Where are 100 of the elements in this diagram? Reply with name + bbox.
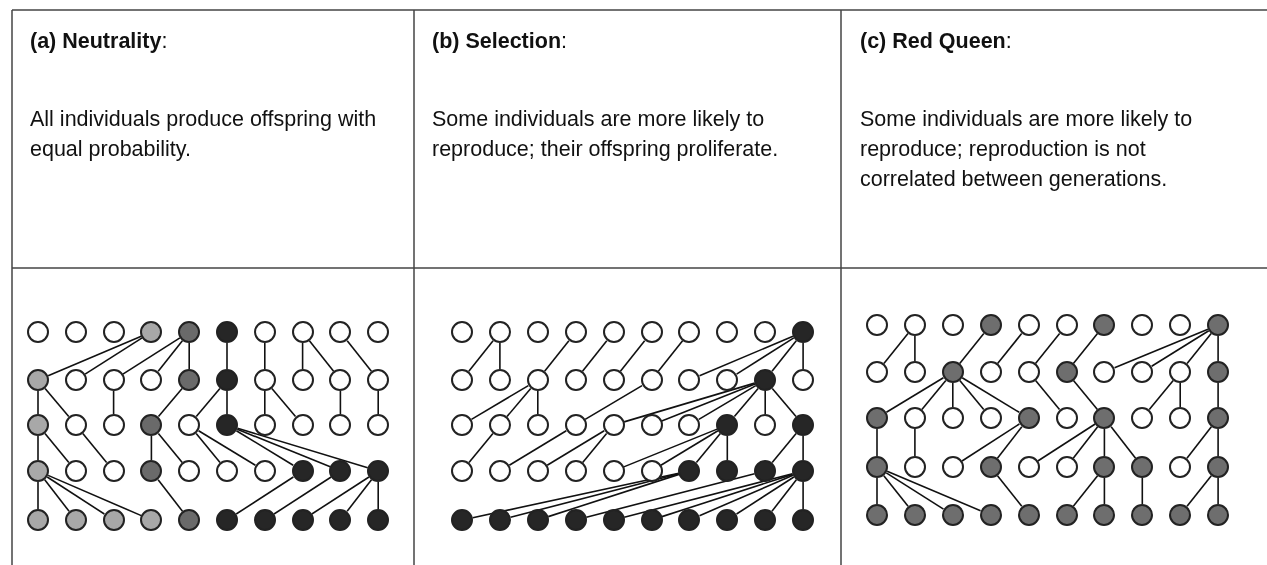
lineage-line bbox=[771, 387, 797, 418]
panel-description: All individuals produce offspring with equal probability. bbox=[30, 106, 378, 163]
individual-circle bbox=[64, 414, 87, 436]
lineage-line bbox=[1186, 425, 1213, 460]
lineage-line bbox=[1037, 423, 1096, 462]
individual-circle bbox=[602, 509, 625, 531]
lineage-line bbox=[885, 472, 945, 510]
lineage-line bbox=[581, 432, 608, 464]
individual-circle bbox=[941, 361, 964, 383]
individual-circle bbox=[102, 509, 125, 531]
lineage-line bbox=[1148, 379, 1174, 411]
lineage-line bbox=[82, 432, 108, 464]
individual-circle bbox=[178, 369, 201, 391]
lineage-line bbox=[623, 472, 794, 519]
individual-circle bbox=[678, 509, 701, 531]
individual-circle bbox=[1017, 456, 1040, 478]
individual-circle bbox=[488, 460, 511, 482]
individual-circle bbox=[866, 407, 888, 429]
lineage-line bbox=[377, 390, 379, 415]
lineage-line bbox=[226, 390, 228, 415]
individual-circle bbox=[1017, 504, 1040, 526]
individual-circle bbox=[1093, 314, 1116, 336]
individual-circle bbox=[64, 369, 87, 391]
individual-circle bbox=[640, 460, 663, 482]
lineage-line bbox=[735, 337, 795, 375]
individual-circle bbox=[941, 407, 964, 429]
individual-circle bbox=[602, 460, 625, 482]
individual-circle bbox=[564, 321, 587, 343]
lineage-line bbox=[1113, 328, 1209, 369]
lineage-line bbox=[735, 476, 795, 515]
individual-circle bbox=[102, 369, 125, 391]
individual-circle bbox=[1207, 456, 1230, 478]
lineage-line bbox=[1034, 379, 1061, 411]
individual-circle bbox=[488, 369, 511, 391]
lineage-line bbox=[377, 481, 379, 510]
individual-circle bbox=[602, 414, 625, 436]
individual-circle bbox=[526, 509, 549, 531]
individual-circle bbox=[941, 504, 964, 526]
individual-circle bbox=[1093, 456, 1116, 478]
lineage-line bbox=[543, 339, 570, 373]
individual-circle bbox=[1207, 407, 1230, 429]
individual-circle bbox=[140, 321, 163, 343]
individual-circle bbox=[367, 509, 390, 531]
lineage-line bbox=[1103, 428, 1106, 457]
lineage-line bbox=[885, 376, 945, 414]
lineage-line bbox=[235, 429, 294, 467]
lineage-line bbox=[1072, 379, 1099, 411]
individual-circle bbox=[253, 509, 276, 531]
individual-circle bbox=[564, 460, 587, 482]
lineage-line bbox=[235, 476, 295, 515]
individual-circle bbox=[488, 321, 511, 343]
lineage-line bbox=[996, 425, 1023, 460]
lineage-line bbox=[197, 429, 257, 467]
lineage-line bbox=[1103, 477, 1106, 505]
individual-circle bbox=[792, 414, 815, 436]
individual-circle bbox=[253, 321, 276, 343]
individual-circle bbox=[678, 414, 701, 436]
lineage-line bbox=[961, 376, 1020, 414]
individual-circle bbox=[979, 407, 1002, 429]
individual-circle bbox=[140, 509, 163, 531]
lineage-line bbox=[157, 339, 184, 373]
individual-circle bbox=[903, 456, 926, 478]
panel-heading: (c) Red Queen: bbox=[860, 28, 1013, 55]
individual-circle bbox=[1169, 361, 1192, 383]
lineage-line bbox=[883, 332, 909, 365]
individual-circle bbox=[102, 414, 125, 436]
individual-circle bbox=[640, 321, 663, 343]
individual-circle bbox=[216, 414, 238, 436]
individual-circle bbox=[640, 414, 663, 436]
panel-description: Some individuals are more likely to reproduce; reproduction is not correlated between generations. bbox=[860, 106, 1194, 193]
individual-circle bbox=[367, 414, 390, 436]
individual-circle bbox=[1169, 504, 1192, 526]
lineage-line bbox=[1072, 332, 1099, 365]
individual-circle bbox=[602, 321, 625, 343]
individual-circle bbox=[178, 414, 201, 436]
individual-circle bbox=[367, 321, 390, 343]
individual-circle bbox=[979, 456, 1002, 478]
individual-circle bbox=[1169, 314, 1192, 336]
individual-circle bbox=[754, 414, 777, 436]
lineage-line bbox=[264, 342, 266, 370]
individual-circle bbox=[866, 456, 888, 478]
lineage-line bbox=[771, 478, 798, 513]
individual-circle bbox=[526, 414, 549, 436]
lineage-line bbox=[195, 387, 221, 418]
individual-circle bbox=[526, 460, 549, 482]
individual-circle bbox=[903, 361, 926, 383]
lineage-line bbox=[271, 387, 297, 418]
individual-circle bbox=[1169, 407, 1192, 429]
individual-circle bbox=[640, 509, 663, 531]
individual-circle bbox=[792, 321, 815, 343]
individual-circle bbox=[1055, 456, 1078, 478]
individual-circle bbox=[941, 456, 964, 478]
lineage-line bbox=[771, 339, 798, 373]
individual-circle bbox=[102, 460, 125, 482]
lineage-line bbox=[585, 472, 756, 519]
individual-circle bbox=[1055, 504, 1078, 526]
individual-circle bbox=[488, 414, 511, 436]
lineage-line bbox=[623, 428, 718, 468]
lineage-line bbox=[1072, 425, 1099, 460]
lineage-line bbox=[802, 481, 804, 510]
